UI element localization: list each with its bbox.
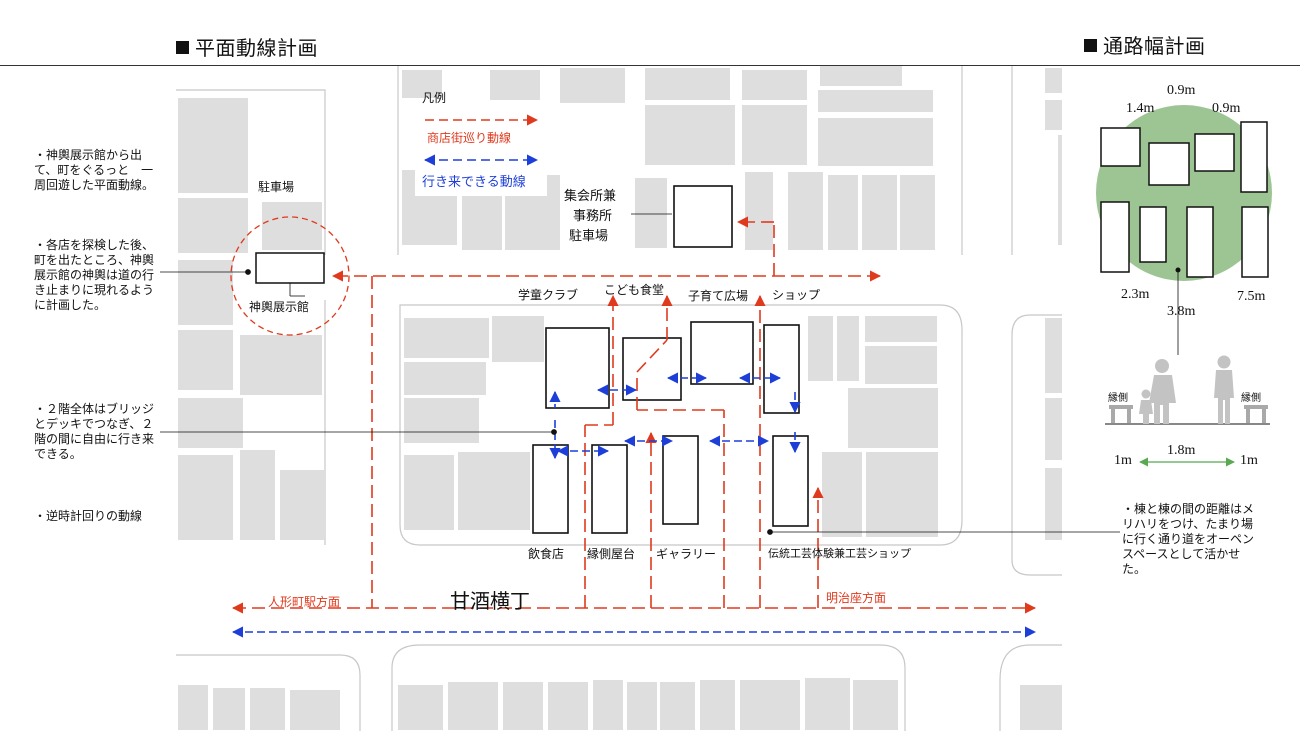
note-ccw: ・逆時計回りの動線	[34, 509, 143, 523]
blue-routes	[231, 372, 1037, 638]
width-title-text: 通路幅計画	[1103, 34, 1206, 58]
gallery-building	[662, 435, 699, 525]
label-engawa: 縁側屋台	[587, 547, 636, 561]
title-square-icon	[176, 41, 189, 54]
legend-box	[415, 108, 547, 196]
label-west: 人形町駅方面	[268, 595, 341, 609]
label-dentou: 伝統工芸体験兼工芸ショップ	[768, 547, 911, 560]
path-width-mid: 1.8m	[1167, 443, 1196, 458]
legend-red-label: 商店街巡り動線	[427, 131, 512, 145]
mikoshi-building	[255, 252, 325, 284]
people-silhouette-icon	[1139, 355, 1234, 424]
engawa-left-label: 縁側	[1108, 393, 1128, 404]
path-width-left: 1m	[1114, 453, 1132, 468]
header-rule	[0, 65, 1300, 66]
surrounding-buildings	[178, 66, 1062, 730]
shop-building	[763, 324, 800, 414]
width-plan-diagram	[1096, 105, 1272, 467]
note-bridge: ・２階全体はブリッジとデッキでつなぎ、２階の間に自由に行き来できる。	[34, 402, 155, 461]
label-east: 明治座方面	[826, 591, 887, 605]
label-inshoku: 飲食店	[528, 547, 565, 561]
road-outlines	[176, 66, 1062, 731]
assembly-building	[673, 185, 733, 248]
leader-lines	[160, 213, 1120, 535]
label-gallery: ギャラリー	[656, 547, 717, 561]
legend-title: 凡例	[422, 91, 447, 105]
dentou-building	[772, 435, 809, 527]
label-assembly-2: 事務所	[573, 209, 613, 224]
engawa-right-label: 縁側	[1241, 393, 1261, 404]
title-square-icon	[1084, 39, 1097, 52]
kodomo-building	[622, 337, 682, 401]
bench-icons	[1109, 405, 1268, 423]
width-bottom-right: 7.5m	[1237, 289, 1266, 304]
label-parking-mid: 駐車場	[569, 229, 609, 244]
label-street: 甘酒横丁	[450, 589, 530, 613]
label-shop: ショップ	[772, 288, 821, 302]
width-bottom-left: 2.3m	[1121, 287, 1150, 302]
path-width-right: 1m	[1240, 453, 1258, 468]
note-mikoshi: ・各店を探検した後、町を出たところ、神輿展示館の神輿は道の行き止まりに現れるよう…	[34, 238, 155, 312]
inshoku-building	[532, 444, 569, 534]
plan-title-text: 平面動線計画	[195, 36, 318, 60]
label-parking-left: 駐車場	[258, 180, 295, 194]
width-right: 0.9m	[1212, 101, 1241, 116]
note-spacing: ・棟と棟の間の距離はメリハリをつけ、たまり場に行く通り道をオーペンスペースとして…	[1122, 502, 1255, 576]
page-title: 平面動線計画	[176, 32, 318, 61]
label-mikoshi: 神輿展示館	[249, 300, 310, 314]
section-title: 通路幅計画	[1084, 30, 1206, 59]
label-assembly-1: 集会所兼	[564, 189, 617, 204]
label-kodomo: こども食堂	[604, 283, 665, 297]
label-gakudou: 学童クラブ	[518, 288, 579, 302]
width-bottom: 3.8m	[1167, 304, 1196, 319]
legend-blue-label: 行き来できる動線	[422, 175, 526, 190]
engawa-building	[591, 444, 628, 534]
note-loop: ・神輿展示館から出て、町をぐるっと 一周回遊した平面動線。	[34, 148, 155, 192]
width-top: 0.9m	[1167, 83, 1196, 98]
width-left: 1.4m	[1126, 101, 1155, 116]
kosodate-building	[690, 321, 754, 385]
label-kosodate: 子育て広場	[688, 289, 749, 303]
